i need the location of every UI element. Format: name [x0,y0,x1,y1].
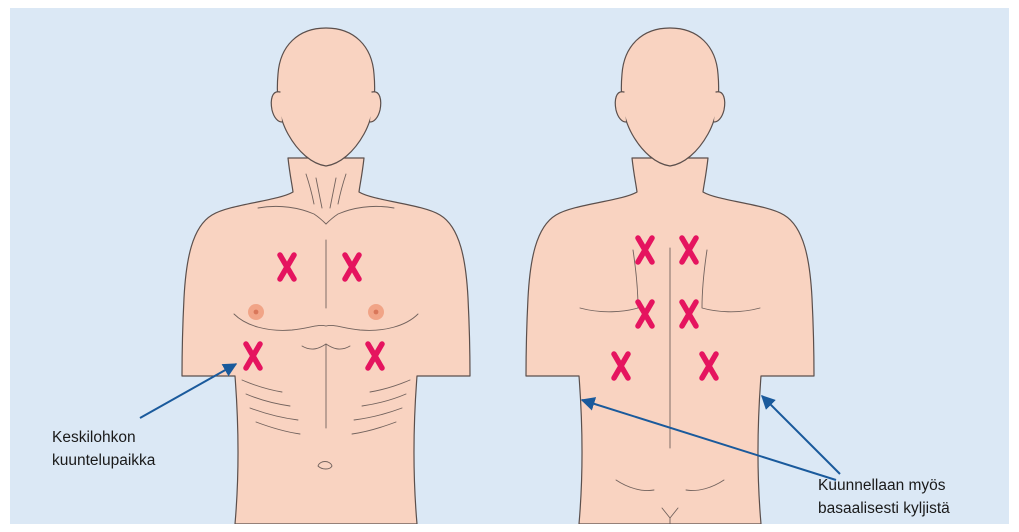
panel-background [10,8,1009,524]
back-callout-line2: basaalisesti kyljistä [818,500,950,517]
front-callout-line2: kuuntelupaikka [52,452,156,469]
diagram-panel: Keskilohkon kuuntelupaikka Kuunnellaan m… [10,8,1009,524]
front-callout-line1: Keskilohkon [52,429,136,446]
back-callout-line1: Kuunnellaan myös [818,477,946,494]
